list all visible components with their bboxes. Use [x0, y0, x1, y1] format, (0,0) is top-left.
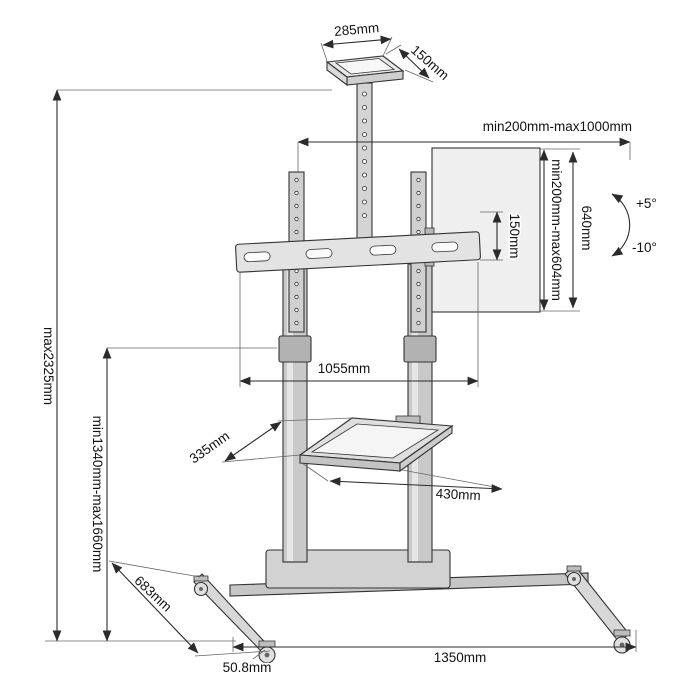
caster-front-right	[613, 629, 631, 654]
base-width-label: 1350mm	[434, 650, 487, 665]
mount-width-range-label: min200mm-max1000mm	[483, 119, 632, 134]
dim-line-shelf-depth	[224, 421, 282, 462]
column-height-range-label: min1340mm-max1660mm	[90, 416, 105, 573]
column-right-collar	[403, 335, 437, 363]
tilt-down-label: -10°	[632, 240, 657, 255]
dim-line-top-shelf-depth	[398, 48, 430, 79]
top-shelf	[325, 55, 405, 87]
crossbar-rail	[235, 231, 481, 273]
dim-line-base-depth	[111, 562, 199, 654]
shelf-width-label: 430mm	[435, 486, 481, 503]
dim-line-top-shelf-width	[322, 35, 392, 49]
tilt-arc-arrow-icon	[611, 193, 631, 257]
mount-height-range-label: min200mm-max604mm	[549, 159, 564, 301]
top-shelf-depth-label: 150mm	[408, 42, 452, 83]
plate-height-label: 640mm	[579, 205, 594, 250]
caster-back-right	[566, 565, 582, 587]
caster-back-left	[193, 575, 209, 597]
base-housing	[265, 549, 451, 589]
base-depth-label: 683mm	[131, 573, 174, 615]
caster-size-label: 50.8mm	[223, 660, 272, 675]
crossbar-width-label: 1055mm	[318, 361, 371, 376]
stand-drawing	[193, 55, 631, 664]
av-shelf	[298, 417, 454, 473]
top-shelf-width-label: 285mm	[334, 20, 380, 39]
column-left-collar	[278, 335, 312, 363]
top-shelf-pole	[356, 82, 373, 241]
sliding-bracket-plate	[431, 147, 541, 313]
overall-height-label: max2325mm	[41, 327, 56, 405]
tilt-up-label: +5°	[636, 196, 657, 211]
dim-line-shelf-width	[329, 477, 503, 493]
bracket-slot-height-label: 150mm	[507, 213, 522, 258]
